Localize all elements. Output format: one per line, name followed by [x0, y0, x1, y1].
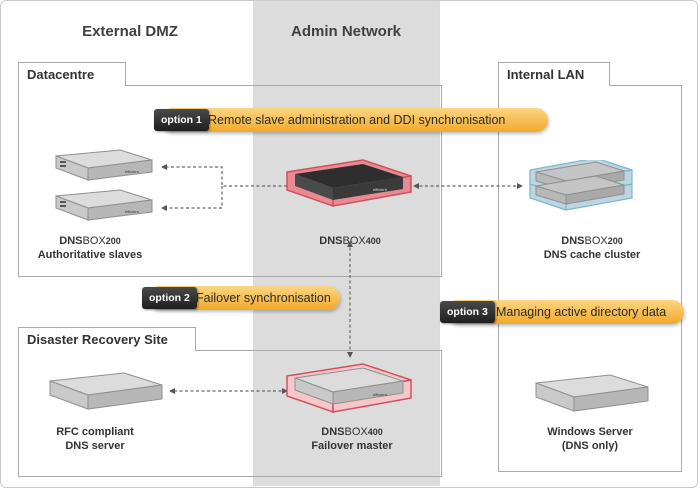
- rfc-label: RFC compliant DNS server: [30, 425, 160, 453]
- internal-lan-zone-title: Internal LAN: [498, 62, 610, 86]
- svg-text:efficient: efficient: [373, 187, 388, 192]
- dnsbox200-slave-1-icon: efficient: [55, 149, 153, 181]
- windows-line-2: (DNS only): [561, 440, 619, 452]
- option-1-tag: option 1: [154, 109, 209, 131]
- slaves-model: 200: [105, 236, 121, 246]
- disaster-recovery-zone: [18, 350, 442, 477]
- option-1-banner: option 1 Remote slave administration and…: [154, 108, 548, 132]
- datacentre-zone: [18, 85, 442, 277]
- column-divider-left: [253, 1, 254, 486]
- option-1-text: Remote slave administration and DDI sync…: [208, 113, 506, 127]
- dnsbox400-failover-icon: efficient: [286, 363, 412, 414]
- dnsbox200-cache-cluster-icon: [529, 160, 633, 211]
- svg-text:efficient: efficient: [373, 392, 388, 397]
- rfc-dns-server-icon: [49, 372, 163, 410]
- dnsbox200-slave-2-icon: efficient: [55, 189, 153, 221]
- windows-server-icon: [535, 374, 649, 412]
- cache-label: DNSBOX200 DNS cache cluster: [522, 234, 662, 262]
- link-box400-slave-top: [161, 164, 287, 187]
- failover-caption: Failover master: [311, 440, 393, 452]
- option-2-banner: option 2 Failover synchronisation: [142, 286, 340, 310]
- column-title-external-dmz: External DMZ: [82, 23, 178, 40]
- option-2-text: Failover synchronisation: [196, 291, 331, 305]
- svg-text:efficient: efficient: [125, 169, 140, 174]
- box400-label: DNSBOX400: [285, 234, 415, 248]
- failover-model: 400: [367, 427, 383, 437]
- slaves-caption: Authoritative slaves: [37, 249, 143, 261]
- rfc-line-2: DNS server: [65, 440, 125, 452]
- option-3-text: Managing active directory data: [496, 305, 667, 319]
- rfc-line-1: RFC compliant: [56, 426, 134, 438]
- cache-caption: DNS cache cluster: [543, 249, 641, 261]
- cache-brand-light: BOX: [584, 235, 608, 247]
- option-3-tag: option 3: [440, 301, 495, 323]
- box400-model: 400: [365, 236, 381, 246]
- box400-brand-bold: DNS: [319, 235, 343, 247]
- column-title-admin-network: Admin Network: [290, 23, 401, 40]
- cache-model: 200: [607, 236, 623, 246]
- box400-brand-light: BOX: [342, 235, 366, 247]
- windows-label: Windows Server (DNS only): [520, 425, 660, 453]
- column-divider-right: [439, 1, 440, 486]
- dnsbox400-red-icon: efficient: [286, 159, 412, 208]
- slaves-brand-light: BOX: [82, 235, 106, 247]
- link-box400-slave-bottom: [161, 186, 223, 211]
- failover-brand-light: BOX: [344, 426, 368, 438]
- cache-brand-bold: DNS: [561, 235, 585, 247]
- slaves-brand-bold: DNS: [59, 235, 83, 247]
- failover-brand-bold: DNS: [321, 426, 345, 438]
- failover-label: DNSBOX400 Failover master: [282, 425, 422, 453]
- windows-line-1: Windows Server: [547, 426, 633, 438]
- slaves-label: DNSBOX200 Authoritative slaves: [20, 234, 160, 262]
- option-3-banner: option 3 Managing active directory data: [440, 300, 684, 324]
- disaster-recovery-zone-title: Disaster Recovery Site: [18, 327, 196, 351]
- option-2-tag: option 2: [142, 287, 197, 309]
- datacentre-zone-title: Datacentre: [18, 62, 126, 86]
- svg-text:efficient: efficient: [125, 209, 140, 214]
